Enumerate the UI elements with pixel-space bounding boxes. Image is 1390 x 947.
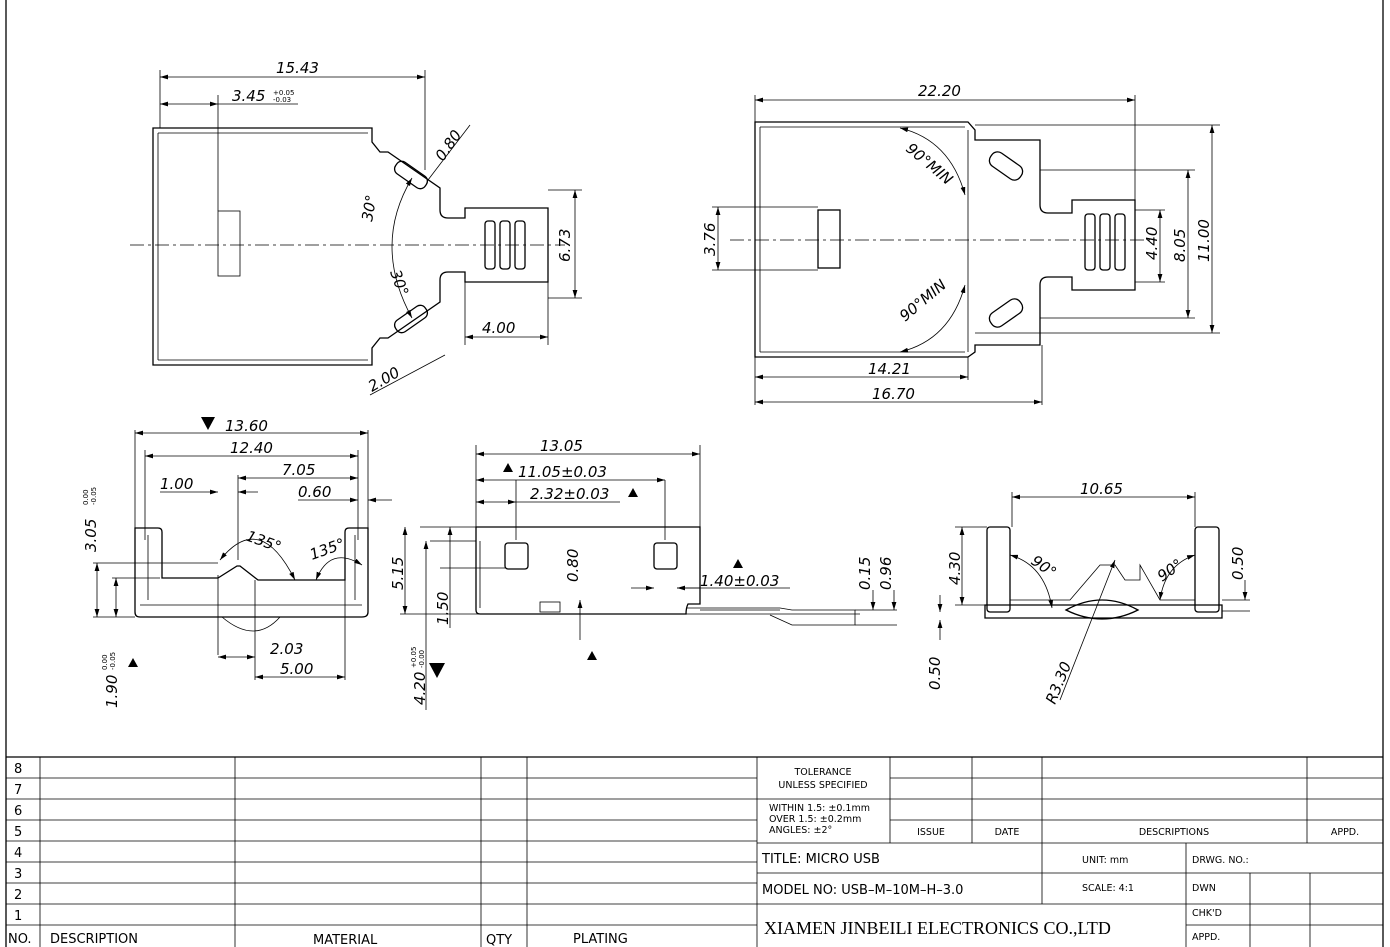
angle-bottom: 90°MIN — [896, 276, 950, 325]
dim-h2: 1.50 — [434, 592, 452, 625]
dim-overall: 13.60 — [225, 417, 268, 435]
dim-d1: 7.05 — [282, 461, 315, 479]
bottom-view: 22.20 14.21 16.70 3.76 4.40 8.05 11.00 9… — [701, 82, 1220, 405]
dim-h1: 4.30 — [946, 552, 964, 585]
drawing-number-label: DRWG. NO.: — [1192, 855, 1249, 866]
parts-list-table: 8 7 6 5 4 3 2 1 NO. DESCRIPTION MATERIAL… — [6, 756, 1383, 947]
angle-1: 135° — [244, 527, 284, 556]
model-number: MODEL NO: USB–M–10M–H–3.0 — [762, 883, 963, 898]
dim-h2: 1.90 — [103, 675, 121, 708]
drawing-title: TITLE: MICRO USB — [761, 852, 880, 867]
dim-height-1: 3.76 — [701, 223, 719, 256]
row-number-1: 1 — [14, 909, 22, 924]
title-block: TOLERANCE UNLESS SPECIFIED WITHIN 1.5: ±… — [757, 757, 1383, 947]
date-header: DATE — [995, 827, 1020, 838]
angle-top: 90°MIN — [902, 139, 956, 188]
drawing-frame — [5, 0, 1384, 947]
unit-label: UNIT: mm — [1082, 855, 1128, 866]
tolerance-title: TOLERANCE — [793, 767, 851, 778]
checked-by-label: CHK'D — [1192, 908, 1222, 919]
dim-tab-height: 6.73 — [556, 229, 574, 262]
dim-height-4: 11.00 — [1195, 219, 1213, 262]
scale-label: SCALE: 4:1 — [1082, 883, 1134, 894]
dim-d4: 1.40±0.03 — [700, 572, 779, 590]
angle-1: 90° — [1028, 552, 1060, 582]
tolerance-within: WITHIN 1.5: ±0.1mm — [769, 803, 870, 814]
company-name: XIAMEN JINBEILI ELECTRONICS CO.,LTD — [764, 918, 1111, 938]
issue-header: ISSUE — [917, 827, 945, 838]
tolerance-angles: ANGLES: ±2° — [769, 825, 832, 836]
dim-h3-tol-minus: -0.00 — [418, 650, 426, 668]
tolerance-over: OVER 1.5: ±0.2mm — [769, 814, 861, 825]
dim-slot-width: 0.80 — [432, 127, 466, 165]
angle-2: 135° — [307, 534, 347, 563]
dim-t1: 0.15 — [856, 557, 874, 590]
dim-height-3: 8.05 — [1171, 229, 1189, 262]
row-number-4: 4 — [14, 846, 22, 861]
drawn-by-label: DWN — [1192, 883, 1216, 894]
angle-bottom: 30° — [386, 267, 412, 298]
angle-top: 30° — [358, 193, 380, 222]
row-number-2: 2 — [14, 888, 22, 903]
header-plating: PLATING — [573, 932, 628, 947]
dim-tab-length: 4.00 — [482, 319, 515, 337]
row-number-5: 5 — [14, 825, 22, 840]
row-number-7: 7 — [14, 783, 22, 798]
dim-width: 10.65 — [1080, 480, 1123, 498]
descriptions-header: DESCRIPTIONS — [1139, 827, 1209, 838]
dim-overall: 13.05 — [540, 437, 583, 455]
end-view: 10.65 4.30 90° 90° 0.50 0.50 R3.30 — [926, 480, 1250, 706]
dim-radius: R3.30 — [1042, 659, 1075, 706]
dim-t2: 0.96 — [877, 557, 895, 590]
dim-d2: 1.00 — [160, 475, 193, 493]
dim-h1-tol-minus: -0.05 — [90, 487, 98, 505]
dim-d3: 0.80 — [564, 549, 582, 582]
header-material: MATERIAL — [313, 933, 378, 947]
side-view: 13.05 11.05±0.03 2.32±0.03 0.80 1.40±0.0… — [389, 437, 897, 710]
row-number-3: 3 — [14, 867, 22, 882]
top-view: 15.43 3.45 +0.05 -0.03 6.73 4.00 0.80 2.… — [130, 59, 582, 395]
dim-slot-length: 2.00 — [365, 363, 403, 395]
dim-inner: 12.40 — [230, 439, 273, 457]
dim-d1: 11.05±0.03 — [518, 463, 607, 481]
front-view: 13.60 12.40 7.05 1.00 0.60 135° 135° 2.0… — [82, 417, 392, 708]
header-no: NO. — [8, 932, 32, 947]
dim-offset-tol-plus: +0.05 — [273, 89, 294, 97]
dim-offset: 3.45 — [232, 87, 265, 105]
header-description: DESCRIPTION — [50, 932, 138, 947]
dim-t1: 0.50 — [1229, 547, 1247, 580]
dim-h1-tol-plus: 0.00 — [82, 489, 90, 505]
dim-d2: 2.32±0.03 — [530, 485, 609, 503]
dim-t2: 0.50 — [926, 657, 944, 690]
dim-d5: 5.00 — [280, 660, 313, 678]
dim-width-1: 14.21 — [868, 360, 911, 378]
angle-2: 90° — [1154, 555, 1186, 585]
dim-h2-tol-minus: -0.05 — [109, 652, 117, 670]
row-number-6: 6 — [14, 804, 22, 819]
dim-h2-tol-plus: 0.00 — [101, 654, 109, 670]
dim-width-2: 16.70 — [872, 385, 915, 403]
appd-header: APPD. — [1331, 827, 1359, 838]
approved-by-label: APPD. — [1192, 932, 1220, 943]
dim-d4: 2.03 — [270, 640, 303, 658]
dim-h3-tol-plus: +0.05 — [410, 647, 418, 668]
dim-d3: 0.60 — [298, 483, 331, 501]
dim-h1: 3.05 — [82, 519, 100, 552]
row-number-8: 8 — [14, 762, 22, 777]
dim-height-2: 4.40 — [1143, 227, 1161, 260]
dim-h1: 5.15 — [389, 557, 407, 590]
header-qty: QTY — [486, 933, 512, 947]
dim-overall: 15.43 — [276, 59, 319, 77]
dim-overall: 22.20 — [918, 82, 961, 100]
tolerance-subtitle: UNLESS SPECIFIED — [778, 780, 867, 791]
dim-offset-tol-minus: -0.03 — [273, 96, 291, 104]
dim-h3: 4.20 — [411, 672, 429, 705]
